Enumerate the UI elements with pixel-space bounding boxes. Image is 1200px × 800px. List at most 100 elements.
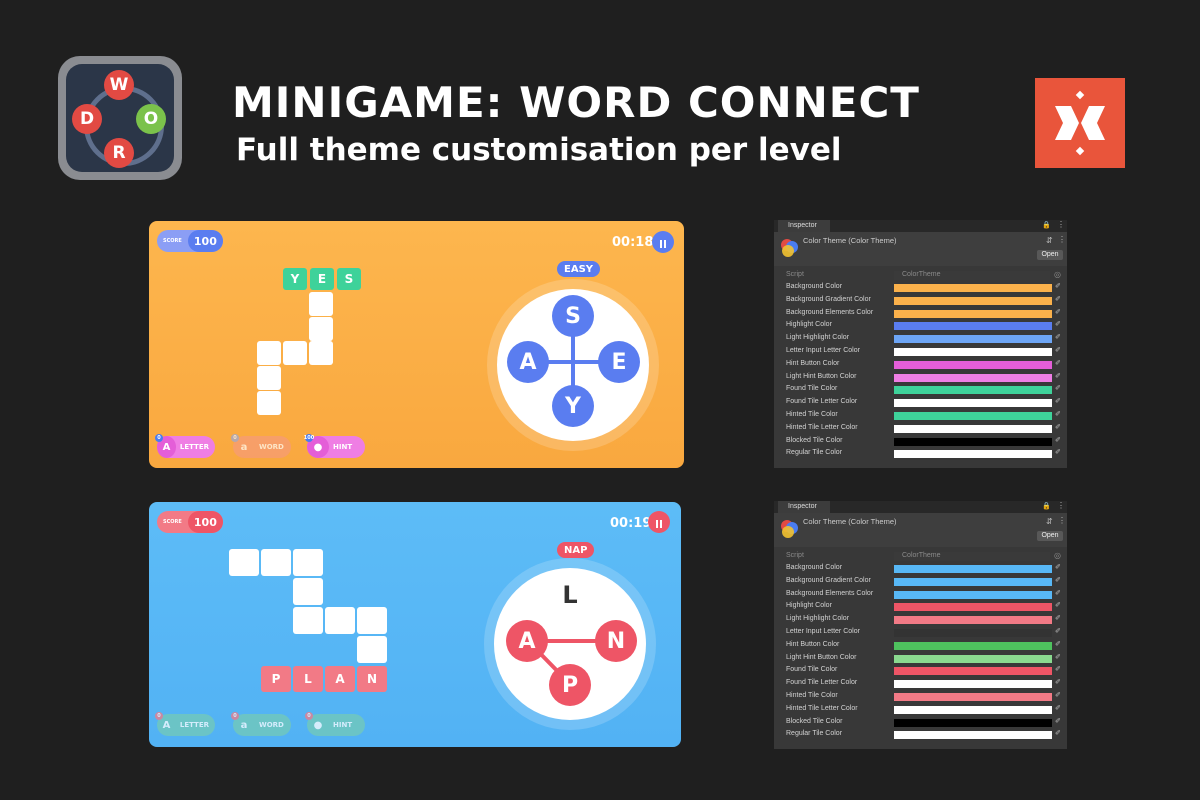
word-powerup-button[interactable]: a WORD 0 — [231, 434, 291, 458]
color-swatch[interactable] — [894, 424, 1052, 433]
eyedropper-icon[interactable]: ✐ — [1055, 334, 1061, 342]
color-swatch[interactable] — [894, 680, 1052, 689]
tab-inspector[interactable]: Inspector — [778, 501, 830, 513]
tab-inspector[interactable]: Inspector — [778, 220, 830, 232]
settings-sliders-icon[interactable]: ⇵ — [1046, 517, 1053, 526]
empty-tile — [309, 341, 333, 365]
color-swatch[interactable] — [894, 641, 1052, 650]
eyedropper-icon[interactable]: ✐ — [1055, 692, 1061, 699]
kebab-menu-icon[interactable]: ⋮ — [1057, 220, 1065, 229]
color-swatch[interactable] — [894, 693, 1052, 701]
script-field: ColorTheme — [894, 271, 1050, 280]
letter-wheel[interactable]: S A E Y — [497, 289, 649, 441]
eyedropper-icon[interactable]: ✐ — [1055, 385, 1061, 393]
color-swatch[interactable] — [894, 412, 1052, 420]
eyedropper-icon[interactable]: ✐ — [1055, 372, 1061, 380]
color-swatch[interactable] — [894, 437, 1052, 446]
color-swatch[interactable] — [894, 348, 1052, 356]
eyedropper-icon[interactable]: ✐ — [1055, 730, 1061, 738]
eyedropper-icon[interactable]: ✐ — [1055, 359, 1061, 367]
color-swatch[interactable] — [894, 450, 1052, 459]
eyedropper-icon[interactable]: ✐ — [1055, 602, 1061, 610]
settings-sliders-icon[interactable]: ⇵ — [1046, 236, 1053, 245]
color-swatch[interactable] — [894, 577, 1052, 586]
page-title: MINIGAME: WORD CONNECT — [232, 78, 920, 127]
eyedropper-icon[interactable]: ✐ — [1055, 640, 1061, 648]
eyedropper-icon[interactable]: ✐ — [1055, 704, 1061, 712]
color-swatch[interactable] — [894, 629, 1052, 637]
color-swatch[interactable] — [894, 284, 1052, 292]
color-swatch[interactable] — [894, 360, 1052, 369]
eyedropper-icon[interactable]: ✐ — [1055, 321, 1061, 329]
lock-icon[interactable]: 🔒 — [1042, 222, 1051, 229]
empty-tile — [293, 549, 323, 576]
open-button[interactable]: Open — [1037, 531, 1063, 541]
eyedropper-icon[interactable]: ✐ — [1055, 347, 1061, 354]
color-swatch[interactable] — [894, 667, 1052, 676]
color-row-label: Found Tile Letter Color — [786, 398, 858, 406]
eyedropper-icon[interactable]: ✐ — [1055, 398, 1061, 406]
lock-icon[interactable]: 🔒 — [1042, 503, 1051, 510]
color-swatch[interactable] — [894, 309, 1052, 318]
eyedropper-icon[interactable]: ✐ — [1055, 411, 1061, 418]
color-swatch[interactable] — [894, 373, 1052, 382]
pause-button[interactable] — [648, 511, 670, 533]
game-screen-blue: SCORE 100 00:19 P L A N L A N P NAP A LE… — [149, 502, 681, 747]
eyedropper-icon[interactable]: ✐ — [1055, 679, 1061, 687]
kebab-menu-icon[interactable]: ⋮ — [1058, 516, 1066, 525]
color-swatch[interactable] — [894, 386, 1052, 395]
color-swatch[interactable] — [894, 654, 1052, 663]
color-swatch[interactable] — [894, 565, 1052, 573]
wheel-letter[interactable]: S — [552, 295, 594, 337]
hint-powerup-button[interactable]: ● HINT 0 — [305, 712, 365, 736]
target-icon[interactable]: ◎ — [1054, 551, 1061, 560]
lightbulb-icon: ● — [307, 436, 329, 458]
app-icon-letter-d: D — [72, 104, 102, 134]
color-swatch[interactable] — [894, 296, 1052, 305]
eyedropper-icon[interactable]: ✐ — [1055, 666, 1061, 674]
color-swatch[interactable] — [894, 731, 1052, 740]
target-icon[interactable]: ◎ — [1054, 270, 1061, 279]
timer: 00:19 — [610, 516, 652, 531]
eyedropper-icon[interactable]: ✐ — [1055, 717, 1061, 725]
color-row-label: Background Color — [786, 283, 843, 290]
eyedropper-icon[interactable]: ✐ — [1055, 308, 1061, 316]
kebab-menu-icon[interactable]: ⋮ — [1057, 501, 1065, 510]
letter-wheel[interactable]: L A N P — [494, 568, 646, 720]
difficulty-badge: NAP — [557, 542, 595, 558]
open-button[interactable]: Open — [1037, 250, 1063, 260]
eyedropper-icon[interactable]: ✐ — [1055, 423, 1061, 431]
eyedropper-icon[interactable]: ✐ — [1055, 449, 1061, 457]
eyedropper-icon[interactable]: ✐ — [1055, 589, 1061, 597]
eyedropper-icon[interactable]: ✐ — [1055, 564, 1061, 571]
color-swatch[interactable] — [894, 335, 1052, 344]
wheel-letter[interactable]: A — [506, 620, 548, 662]
wheel-letter[interactable]: P — [549, 664, 591, 706]
eyedropper-icon[interactable]: ✐ — [1055, 628, 1061, 635]
color-swatch[interactable] — [894, 616, 1052, 625]
word-powerup-button[interactable]: a WORD 0 — [231, 712, 291, 736]
letter-powerup-button[interactable]: A LETTER 0 — [155, 434, 215, 458]
eyedropper-icon[interactable]: ✐ — [1055, 653, 1061, 661]
wheel-letter[interactable]: L — [562, 581, 578, 609]
empty-tile — [293, 607, 323, 634]
color-swatch[interactable] — [894, 705, 1052, 714]
eyedropper-icon[interactable]: ✐ — [1055, 295, 1061, 303]
color-swatch[interactable] — [894, 322, 1052, 331]
eyedropper-icon[interactable]: ✐ — [1055, 615, 1061, 623]
wheel-letter[interactable]: A — [507, 341, 549, 383]
wheel-letter[interactable]: Y — [552, 385, 594, 427]
pause-button[interactable] — [652, 231, 674, 253]
hint-powerup-button[interactable]: ● HINT 100 — [304, 434, 365, 458]
eyedropper-icon[interactable]: ✐ — [1055, 283, 1061, 290]
color-swatch[interactable] — [894, 399, 1052, 408]
eyedropper-icon[interactable]: ✐ — [1055, 436, 1061, 444]
wheel-letter[interactable]: N — [595, 620, 637, 662]
color-swatch[interactable] — [894, 590, 1052, 599]
eyedropper-icon[interactable]: ✐ — [1055, 576, 1061, 584]
color-swatch[interactable] — [894, 718, 1052, 727]
color-swatch[interactable] — [894, 603, 1052, 612]
kebab-menu-icon[interactable]: ⋮ — [1058, 235, 1066, 244]
wheel-letter[interactable]: E — [598, 341, 640, 383]
letter-powerup-button[interactable]: A LETTER 0 — [155, 712, 215, 736]
